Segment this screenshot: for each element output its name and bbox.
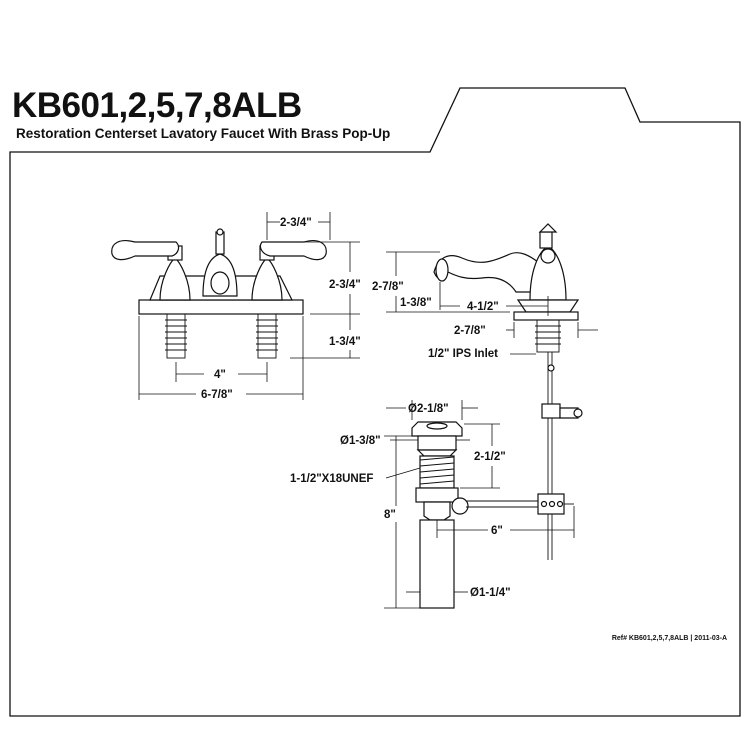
side-view-faucet xyxy=(433,223,583,560)
dim-center-spread: 4" xyxy=(214,369,226,381)
dim-spout-opening: 1-3/8" xyxy=(400,297,432,309)
dim-overall-width: 6-7/8" xyxy=(201,389,233,401)
dim-spout-height: 2-7/8" xyxy=(372,281,404,293)
dim-handle-spread-top: 2-3/4" xyxy=(280,217,312,229)
dim-rod-length: 6" xyxy=(491,525,503,537)
shank-threads xyxy=(165,319,278,351)
drain-dimensions xyxy=(384,400,575,609)
dim-flange-diameter: Ø2-1/8" xyxy=(408,403,449,415)
dim-base-depth: 2-7/8" xyxy=(454,325,486,337)
dim-body-diameter: Ø1-3/8" xyxy=(340,435,381,447)
model-title: KB601,2,5,7,8ALB xyxy=(12,86,302,125)
dim-tailpiece-length: 8" xyxy=(384,509,396,521)
front-view-faucet xyxy=(111,228,327,359)
front-view-dimensions xyxy=(138,212,360,400)
drain-assembly xyxy=(411,421,574,609)
dim-shank-length: 1-3/4" xyxy=(329,336,361,348)
side-view-dimensions xyxy=(386,251,598,355)
dim-thread-spec: 1-1/2"X18UNEF xyxy=(290,473,373,485)
reference-note: Ref# KB601,2,5,7,8ALB | 2011-03-A xyxy=(612,635,727,642)
dim-thread-length: 2-1/2" xyxy=(474,451,506,463)
label-inlet: 1/2" IPS Inlet xyxy=(428,348,498,360)
product-description: Restoration Centerset Lavatory Faucet Wi… xyxy=(16,126,391,141)
dim-tailpiece-diameter: Ø1-1/4" xyxy=(470,587,511,599)
dim-handle-height: 2-3/4" xyxy=(329,279,361,291)
sheet-border xyxy=(9,87,741,717)
dim-spout-reach: 4-1/2" xyxy=(467,301,499,313)
